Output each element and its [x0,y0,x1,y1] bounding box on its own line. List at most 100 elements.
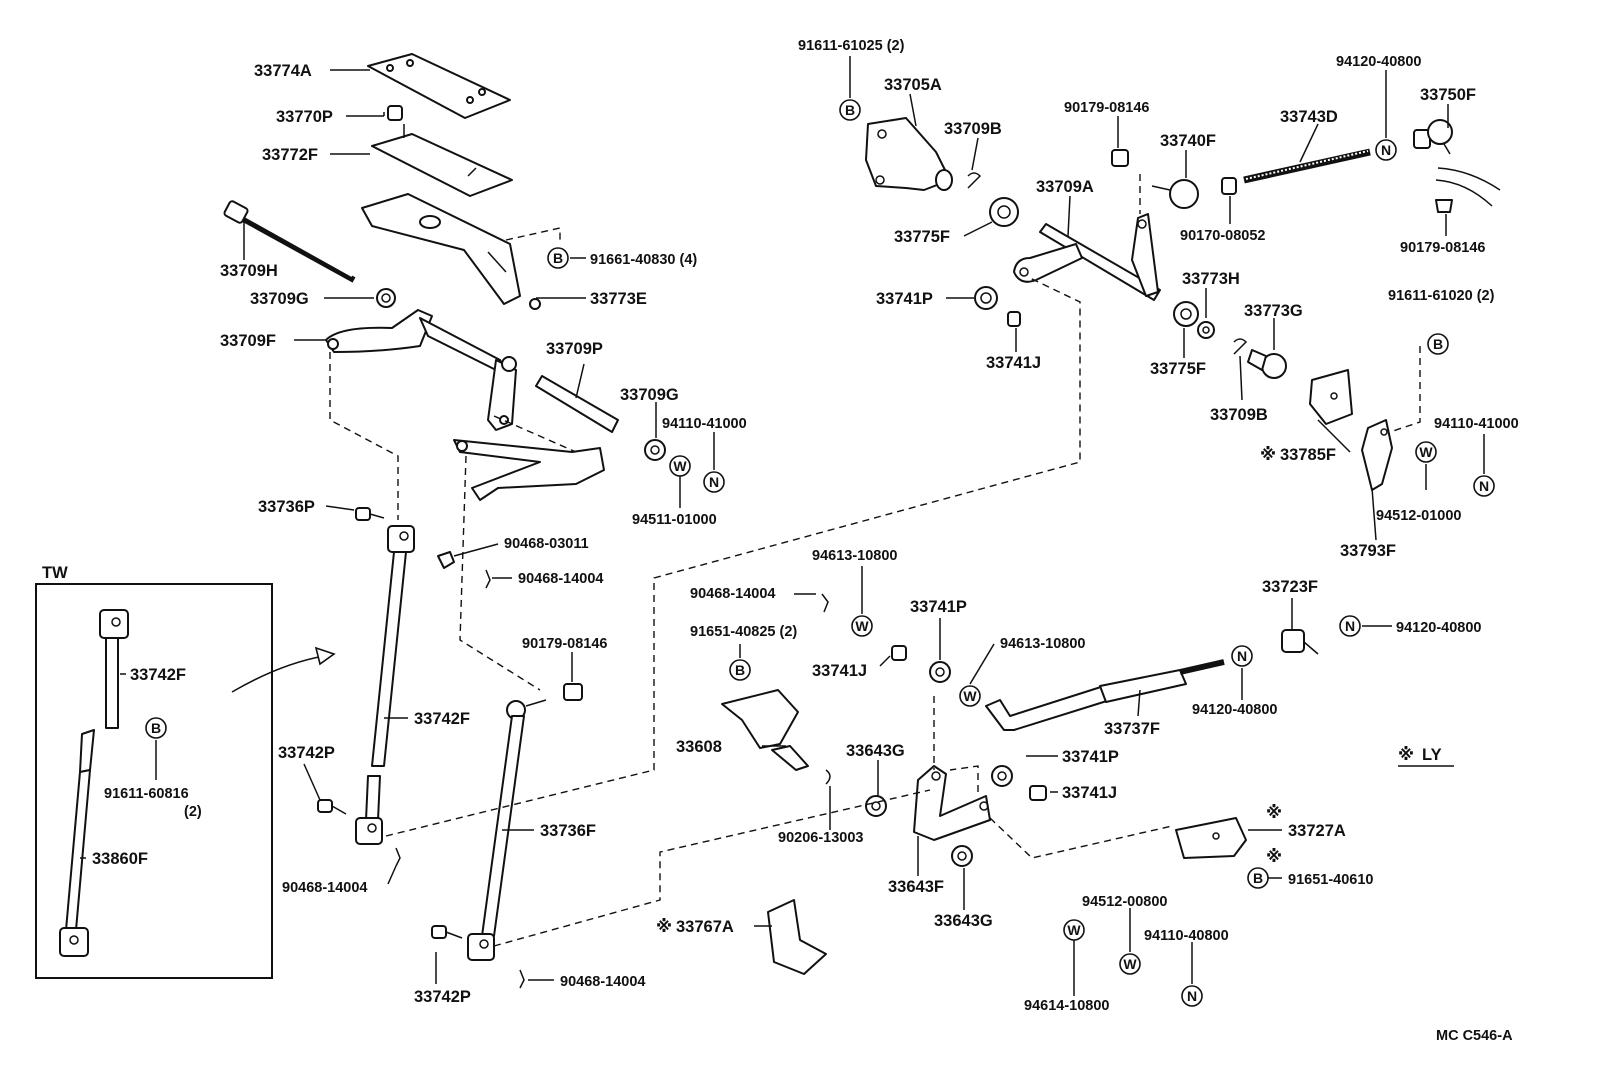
label-33770P: 33770P [276,108,333,126]
label-33709B-b: 33709B [1210,406,1268,424]
label-90206-13003: 90206-13003 [778,830,863,846]
rod-33709P [535,375,619,433]
label-90179-08146-a: 90179-08146 [522,636,607,652]
svg-text:W: W [1419,444,1433,460]
label-33742F-tw: 33742F [130,666,186,684]
svg-text:B: B [553,250,563,266]
pin-33770P [387,105,403,121]
label-33743D: 33743D [1280,108,1338,126]
note-mark-33727A: ※ [1266,804,1282,822]
bolt-symbol-91611-b: B [1427,333,1449,355]
label-94110-41000-b: 94110-41000 [1434,416,1519,432]
label-33709F: 33709F [220,332,276,350]
select-shaft-ghost [453,439,605,501]
label-94120-40800-c: 94120-40800 [1192,702,1277,718]
long-bolt-33709H [223,200,356,283]
label-94512-01000: 94512-01000 [1376,508,1461,524]
label-33709H: 33709H [220,262,278,280]
label-90468-14004-c: 90468-14004 [560,974,645,990]
label-90468-14004-a: 90468-14004 [518,571,603,587]
bolt-symbol-91651-a: B [729,659,751,681]
label-91611-60816-qty: (2) [184,804,202,820]
pin-90468-14004-c [519,969,525,989]
label-33750F: 33750F [1420,86,1476,104]
bushing-33775F-b [1173,301,1199,327]
bracket-33773E [361,193,541,310]
svg-text:W: W [855,618,869,634]
rod-end-33740F [1151,179,1199,209]
label-33741J-a: 33741J [986,354,1041,372]
svg-text:N: N [1187,988,1197,1004]
note-mark-33767A: ※ [656,918,672,936]
washer-symbol-94614: W [1063,919,1085,941]
bracket-33723F [1281,629,1319,655]
plate-33793F [1361,419,1393,491]
svg-text:B: B [1253,870,1263,886]
nut-90179-08146-c [1435,199,1453,213]
label-94110-40800: 94110-40800 [1144,928,1229,944]
bolt-33736P-a [355,507,385,521]
nut-90179-08146-b [1111,149,1129,167]
svg-text:N: N [1345,618,1355,634]
label-90468-14004-b: 90468-14004 [282,880,367,896]
label-33741P-b: 33741P [910,598,967,616]
svg-text:N: N [1381,142,1391,158]
bushing-33741P-b [929,661,951,683]
note-mark-91651-40610: ※ [1266,848,1282,866]
plate-33774A [367,53,511,119]
dashed-lines [329,174,1421,947]
label-33736F: 33736F [540,822,596,840]
label-33741P-a: 33741P [876,290,933,308]
select-rod-33736F [467,699,547,961]
svg-text:W: W [963,688,977,704]
tw-arrowhead [314,646,336,666]
svg-text:W: W [1067,922,1081,938]
label-33773E: 33773E [590,290,647,308]
clip-33709B-a [967,172,982,189]
label-33785F: 33785F [1280,446,1336,464]
label-33793F: 33793F [1340,542,1396,560]
svg-text:N: N [709,474,719,490]
tw-arrow [231,655,325,693]
label-33709P: 33709P [546,340,603,358]
label-33772F: 33772F [262,146,318,164]
label-94512-00800: 94512-00800 [1082,894,1167,910]
svg-text:N: N [1479,478,1489,494]
clip-90468-14004-e [821,593,829,613]
label-91661-40830: 91661-40830 (4) [590,252,697,268]
label-33775F-b: 33775F [1150,360,1206,378]
label-33767A: 33767A [676,918,734,936]
label-94120-40800-b: 94120-40800 [1396,620,1481,636]
ring-33773H [1197,321,1215,339]
label-33742F: 33742F [414,710,470,728]
collar-33741J-c [1029,785,1047,801]
tw-inset [35,583,273,979]
labels: 33774A 33770P 33772F 33709H 91661-40830 … [42,38,1519,1044]
svg-text:W: W [673,458,687,474]
note-mark-ly: ※ [1398,746,1414,764]
label-33741J-b: 33741J [812,662,867,680]
bolt-33742P-a [317,799,347,815]
bolt-symbol-91651-b: B [1247,867,1269,889]
label-33774A: 33774A [254,62,312,80]
washer-symbol-94613-a: W [851,615,873,637]
svg-text:W: W [1123,956,1137,972]
bracket-33727A [1175,817,1247,859]
cover-33767A [767,899,827,975]
clip-33709B-b [1233,338,1248,355]
bolt-symbol-91661: B [547,247,569,269]
shift-rod-33742F [355,525,415,845]
bushing-33643G-b [951,845,973,867]
washer-symbol-94512-b: W [1119,953,1141,975]
label-33608: 33608 [676,738,722,756]
label-33643G-a: 33643G [846,742,905,760]
svg-text:B: B [735,662,745,678]
label-91611-61020: 91611-61020 (2) [1388,288,1495,304]
bolt-33742P-b [431,925,463,939]
symbols: B W N B B N B W N W B W N N B W W N [145,99,1495,1007]
label-code: MC C546-A [1436,1028,1513,1044]
nut-90170-08052 [1221,177,1237,195]
label-33775F-a: 33775F [894,228,950,246]
label-33705A: 33705A [884,76,942,94]
